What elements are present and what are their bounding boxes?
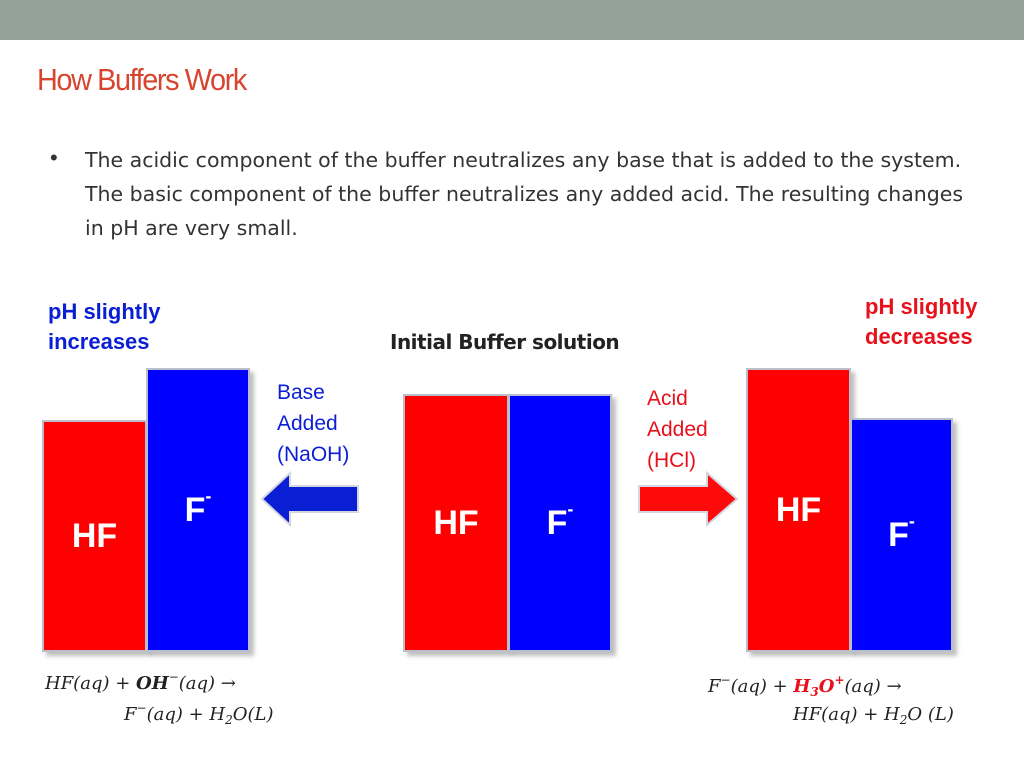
initial-buffer-label: Initial Buffer solution — [390, 330, 620, 354]
left-hf-label: HF — [71, 516, 118, 555]
acid-added-line3: (HCl) — [647, 449, 696, 472]
left-f-bar: F- — [146, 368, 250, 652]
bullet-point-icon: • — [50, 145, 58, 170]
ph-increases-line2: increases — [48, 329, 150, 354]
ph-decreases-line1: pH slightly — [865, 294, 978, 319]
middle-f-label: F- — [546, 499, 574, 542]
middle-f-bar: F- — [508, 394, 612, 652]
left-equation-line2: F−(aq) + H2O(L) — [124, 701, 274, 727]
ph-decreases-label: pH slightly decreases — [865, 292, 977, 352]
ph-decreases-line2: decreases — [865, 324, 973, 349]
right-f-bar: F- — [850, 418, 953, 652]
left-hf-bar: HF — [42, 420, 147, 652]
top-bar — [0, 0, 1024, 40]
right-arrow-icon — [638, 470, 739, 528]
left-arrow-icon — [260, 470, 359, 528]
right-equation-line1: F−(aq) + H3O+(aq) → — [708, 673, 902, 699]
bullet-text: The acidic component of the buffer neutr… — [85, 148, 964, 240]
right-equation-line2: HF(aq) + H2O (L) — [793, 704, 954, 727]
right-hf-label: HF — [775, 490, 822, 529]
ph-increases-line1: pH slightly — [48, 299, 161, 324]
base-added-line3: (NaOH) — [277, 443, 350, 466]
right-hf-bar: HF — [746, 368, 851, 652]
base-added-line2: Added — [277, 412, 338, 435]
acid-added-line2: Added — [647, 418, 708, 441]
slide-title: How Buffers Work — [37, 62, 247, 97]
right-f-label: F- — [888, 511, 915, 554]
middle-hf-label: HF — [433, 503, 479, 542]
acid-added-label: Acid Added (HCl) — [647, 383, 708, 476]
middle-hf-bar: HF — [403, 394, 509, 652]
acid-added-line1: Acid — [647, 387, 688, 410]
left-equation-line1: HF(aq) + OH−(aq) → — [45, 670, 236, 694]
ph-increases-label: pH slightly increases — [48, 297, 160, 357]
left-f-label: F- — [184, 486, 212, 529]
base-added-line1: Base — [277, 381, 325, 404]
base-added-label: Base Added (NaOH) — [277, 377, 349, 470]
